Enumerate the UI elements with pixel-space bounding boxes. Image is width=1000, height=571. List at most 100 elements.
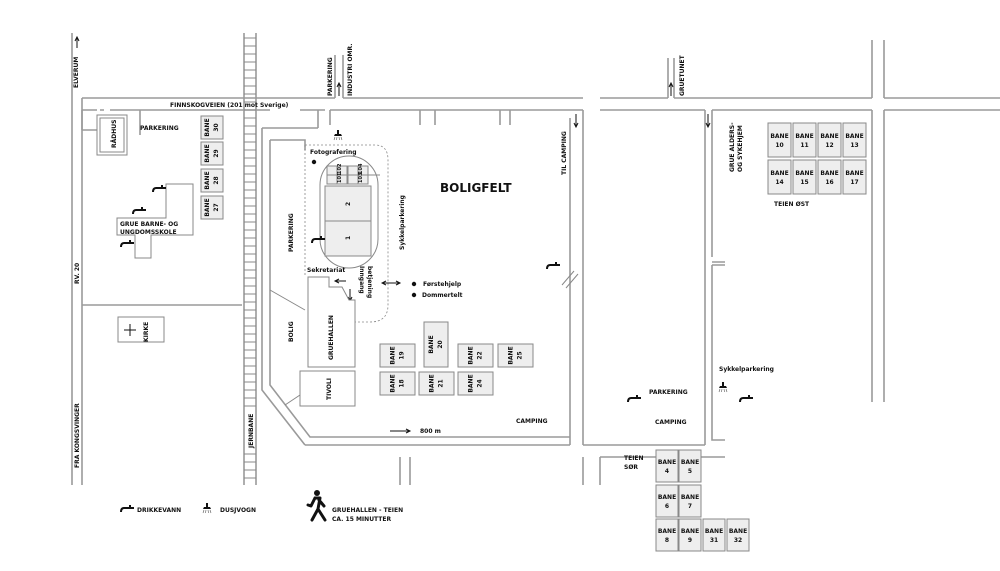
- road-crossing: [561, 270, 579, 289]
- field-103: 103: [358, 172, 364, 183]
- water-tap-icon: [152, 185, 166, 192]
- bane-17: BANE 17: [842, 159, 867, 195]
- label-alders-2: OG SYKEHJEM: [737, 125, 744, 172]
- bane-6: BANE 6: [655, 484, 679, 518]
- bane-number: 8: [665, 537, 669, 544]
- field-102: 102: [337, 163, 343, 174]
- label-dommertelt: Dommertelt: [422, 292, 463, 299]
- bane-number: 18: [399, 379, 406, 387]
- label-betjening: betjening: [366, 266, 373, 298]
- field-101: 101: [337, 172, 343, 183]
- label-gruehallen: GRUEHALLEN: [328, 315, 335, 360]
- bane-label: BANE: [204, 198, 211, 216]
- bane-label: BANE: [681, 528, 699, 535]
- road-labels: ELVERUM FINNSKOGVEIEN (201 mot Sverige) …: [73, 35, 711, 468]
- bane-number: 24: [477, 379, 484, 387]
- bane-label: BANE: [658, 494, 676, 501]
- double-arrow-icon: [380, 280, 402, 286]
- bane-number: 5: [688, 468, 692, 475]
- arrow-icon: [705, 114, 711, 129]
- label-teien-sor-1: TEIEN: [624, 455, 644, 462]
- bane-group-horizontal: BANE10BANE11BANE12BANE13BANE14BANE15BANE…: [655, 122, 867, 552]
- bane-number: 28: [213, 176, 220, 184]
- bane-number: 32: [734, 537, 742, 544]
- field-2: 2: [345, 202, 352, 206]
- water-tap-icon: [627, 395, 641, 402]
- bane-32: BANE 32: [726, 518, 750, 552]
- bane-label: BANE: [468, 346, 475, 364]
- label-boligfelt: BOLIGFELT: [440, 181, 512, 195]
- label-fra-kongsvinger: FRA KONGSVINGER: [74, 403, 81, 468]
- shower-icon: [202, 502, 212, 514]
- bane-label: BANE: [204, 118, 211, 136]
- bane-9: BANE 9: [678, 518, 702, 552]
- shower-icon: [333, 129, 343, 141]
- bane-label: BANE: [204, 171, 211, 189]
- legend-dusjvogn: DUSJVOGN: [220, 507, 256, 514]
- label-school-2: UNGDOMSSKOLE: [120, 229, 177, 236]
- label-radhus: RÅDHUS: [111, 120, 118, 148]
- bane-number: 20: [437, 340, 444, 348]
- label-sekretariat: Sekretariat: [307, 267, 345, 274]
- bane-number: 19: [399, 351, 406, 359]
- label-forstehjelp: Førstehjelp: [423, 281, 462, 288]
- label-jernbane: JERNBANE: [248, 414, 255, 449]
- label-til-camping: TIL CAMPING: [561, 131, 568, 175]
- bane-number: 27: [213, 203, 220, 211]
- bane-8: BANE 8: [655, 518, 679, 552]
- bane-number: 12: [825, 142, 833, 149]
- bane-number: 21: [438, 379, 445, 387]
- bane-number: 7: [688, 503, 692, 510]
- label-rv20: RV. 20: [74, 263, 81, 284]
- label-inngang: Inngang: [358, 266, 365, 294]
- bane-label: BANE: [729, 528, 747, 535]
- bane-number: 14: [775, 179, 783, 186]
- legend-drikkevann: DRIKKEVANN: [137, 507, 181, 514]
- bane-number: 6: [665, 503, 669, 510]
- water-tap-icon: [739, 395, 753, 402]
- right-area: GRUE ALDERS- OG SYKEHJEM TEIEN ØST Sykke…: [624, 122, 810, 471]
- bane-label: BANE: [795, 170, 813, 177]
- bane-label: BANE: [390, 346, 397, 364]
- bane-label: BANE: [428, 335, 435, 353]
- bane-number: 17: [850, 179, 858, 186]
- bane-label: BANE: [770, 133, 788, 140]
- bane-label: BANE: [658, 528, 676, 535]
- bane-number: 11: [800, 142, 808, 149]
- label-teien-ost: TEIEN ØST: [774, 201, 810, 208]
- bane-number: 30: [213, 123, 220, 131]
- label-finnskogveien: FINNSKOGVEIEN (201 mot Sverige): [170, 102, 289, 109]
- label-sykkelparkering-right: Sykkelparkering: [719, 366, 774, 373]
- bane-label: BANE: [429, 374, 436, 392]
- label-kirke: KIRKE: [143, 322, 150, 342]
- legend: DRIKKEVANN DUSJVOGN GRUEHALLEN - TEIEN C…: [120, 490, 403, 523]
- bane-label: BANE: [845, 170, 863, 177]
- label-elverum: ELVERUM: [73, 57, 80, 88]
- bane-label: BANE: [658, 459, 676, 466]
- main-area: Fotografering 101 102 103 104 2 1 Sykkel…: [288, 129, 560, 435]
- arrow-icon: [336, 81, 342, 96]
- arrow-icon: [74, 35, 80, 48]
- bane-label: BANE: [390, 374, 397, 392]
- cross-icon: [124, 324, 136, 336]
- bane-number: 25: [517, 351, 524, 359]
- left-area: RÅDHUS PARKERING GRUE BARNE- OG UNGDOMSS…: [96, 114, 194, 343]
- label-bolig: BOLIG: [288, 321, 295, 342]
- arrow-icon: [668, 81, 674, 96]
- label-school-1: GRUE BARNE- OG: [120, 221, 178, 228]
- bane-number: 9: [688, 537, 692, 544]
